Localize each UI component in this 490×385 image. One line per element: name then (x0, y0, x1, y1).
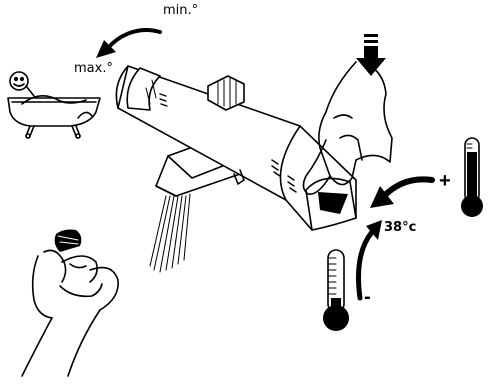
water-stream (149, 193, 191, 273)
plus-label: + (439, 170, 451, 192)
min-label: min.° (163, 3, 199, 18)
temperature-label: 38°c (384, 220, 417, 235)
thermostatic-mixer-body (115, 65, 357, 231)
minus-label: - (364, 286, 371, 308)
max-label: max.° (74, 61, 113, 76)
down-arrow-icon (356, 34, 386, 76)
hand-holding-aerator (21, 229, 119, 377)
bathtub-icon (7, 71, 101, 139)
thermometer-cold-icon (323, 249, 349, 331)
hand-pressing-button (302, 61, 393, 195)
temperature-adjust-arrow (356, 176, 435, 301)
flow-adjust-arrow (96, 28, 162, 58)
thermometer-hot-icon (461, 137, 483, 217)
